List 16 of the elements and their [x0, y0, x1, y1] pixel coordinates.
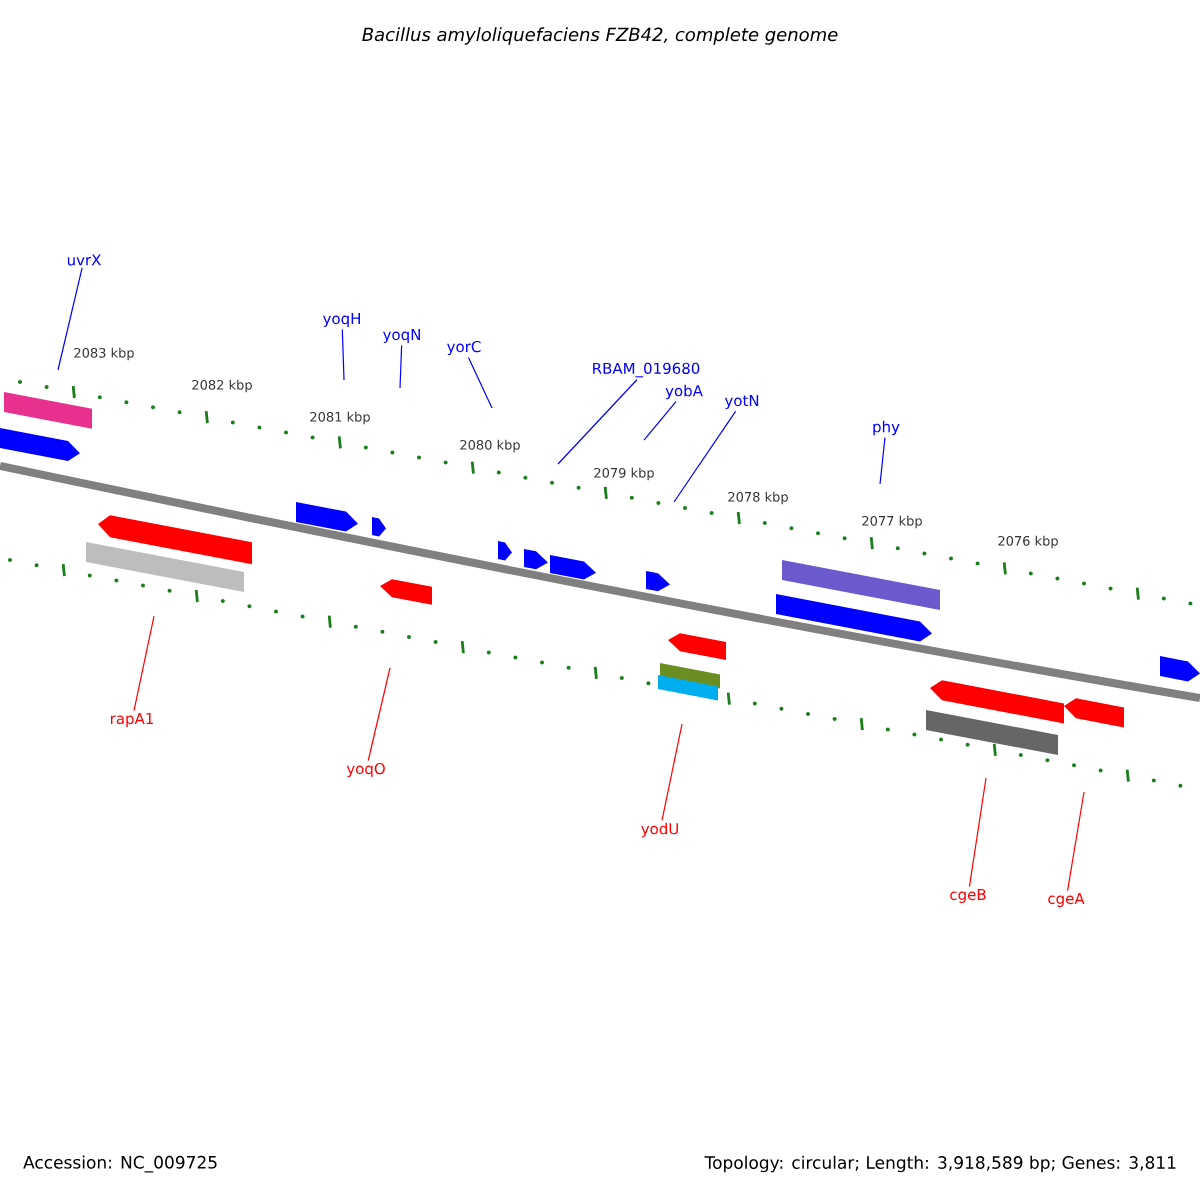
leader-line [467, 356, 493, 409]
leader-line [968, 777, 987, 888]
leader-line [367, 667, 391, 762]
genome-info-text: Topology: circular; Length: 3,918,589 bp; Genes: 3,811 [704, 1155, 1176, 1173]
accession-text: Accession: NC_009725 [23, 1155, 217, 1173]
leader-line [557, 379, 638, 465]
leader-line [341, 328, 345, 381]
leader-line [1067, 791, 1085, 892]
leader-line [57, 267, 83, 371]
title: Bacillus amyloliquefaciens FZB42, complete genome [362, 27, 838, 45]
leader-line [673, 410, 737, 503]
leader-line [879, 437, 886, 485]
leader-line [661, 723, 683, 821]
leader-line [643, 401, 677, 441]
leader-line [399, 344, 403, 389]
leader-line [133, 615, 155, 712]
